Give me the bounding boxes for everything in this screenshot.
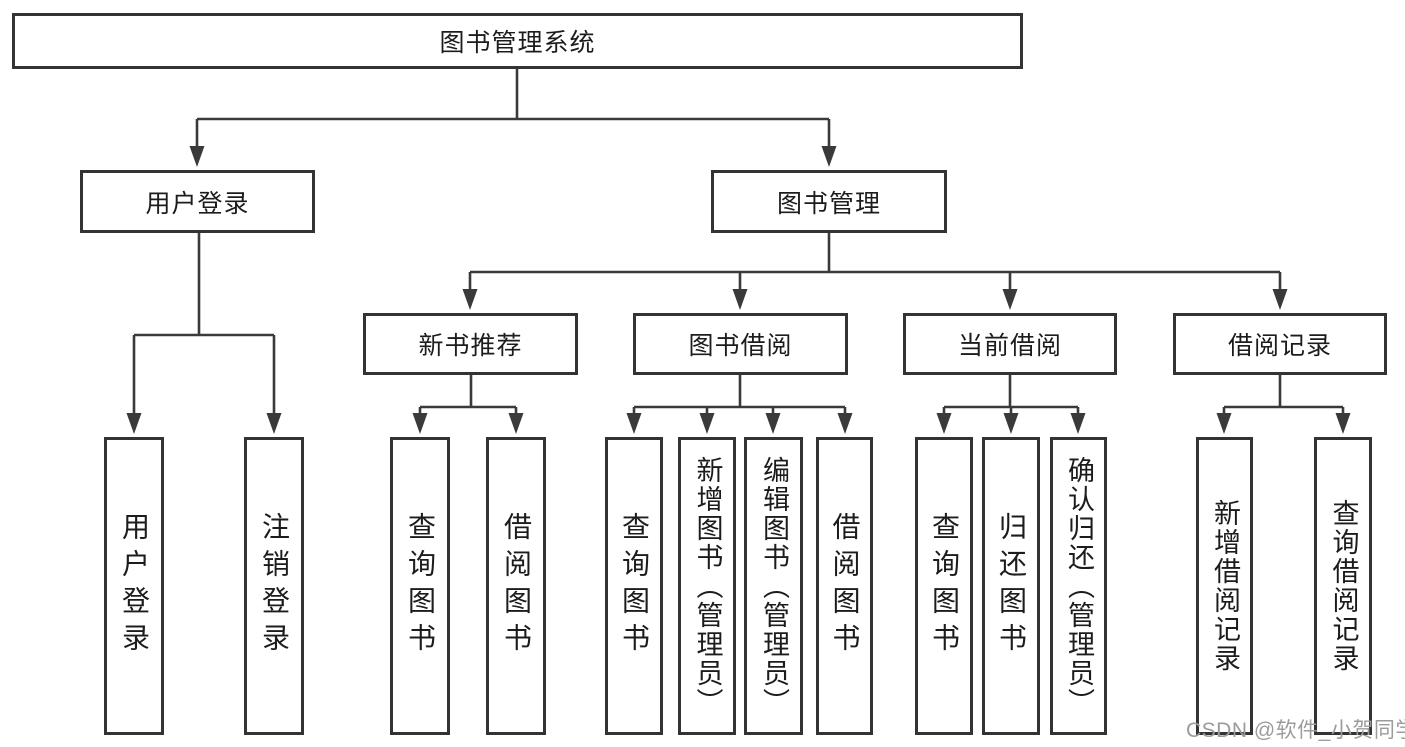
leaf-borrow-borrow-books: 借阅图书 [816,437,873,735]
leaf-current-confirm-return-admin-label: 确认归还（管理员） [1064,455,1094,717]
leaf-recommend-query-books: 查询图书 [390,437,450,735]
node-book-borrow-label: 图书借阅 [688,332,793,360]
leaf-recommend-query-books-label: 查询图书 [405,512,436,660]
node-user-login-label: 用户登录 [145,189,250,218]
leaf-logout-label: 注销登录 [259,512,290,660]
watermark-text: CSDN @软件_小贺同学 [1186,719,1405,742]
connector-borrow-branch [632,375,847,414]
node-book-management-label: 图书管理 [776,189,881,218]
node-current-borrow-label: 当前借阅 [957,332,1062,360]
leaf-borrow-add-books-admin: 新增图书（管理员） [678,437,736,735]
node-borrow-records-label: 借阅记录 [1227,332,1332,360]
leaf-recommend-borrow-books-label: 借阅图书 [501,512,532,660]
node-new-book-recommend-label: 新书推荐 [418,332,523,360]
node-root: 图书管理系统 [12,13,1023,69]
node-book-borrow: 图书借阅 [633,313,848,375]
leaf-current-query-books-label: 查询图书 [929,512,960,660]
node-borrow-records: 借阅记录 [1173,313,1387,375]
leaf-borrow-edit-books-admin-label: 编辑图书（管理员） [759,455,789,717]
leaf-records-query-record: 查询借阅记录 [1314,437,1372,735]
leaf-user-login-label: 用户登录 [119,512,150,660]
leaf-borrow-add-books-admin-label: 新增图书（管理员） [692,455,723,717]
leaf-borrow-query-books-label: 查询图书 [619,512,650,660]
leaf-logout: 注销登录 [244,437,304,735]
node-new-book-recommend: 新书推荐 [363,313,578,375]
connector-recommend-branch [418,375,518,414]
node-current-borrow: 当前借阅 [903,313,1117,375]
leaf-current-confirm-return-admin: 确认归还（管理员） [1050,437,1107,735]
leaf-records-query-record-label: 查询借阅记录 [1328,499,1359,673]
arrowheads [126,146,1351,434]
leaf-recommend-borrow-books: 借阅图书 [486,437,546,735]
connector-current-branch [942,375,1080,414]
leaf-borrow-edit-books-admin: 编辑图书（管理员） [744,437,803,735]
node-root-label: 图书管理系统 [439,29,596,57]
leaf-current-query-books: 查询图书 [915,437,973,735]
node-book-management: 图书管理 [711,170,947,233]
leaf-records-add-record-label: 新增借阅记录 [1210,499,1240,673]
leaf-borrow-query-books: 查询图书 [605,437,663,735]
connector-records-branch [1222,375,1345,414]
node-user-login: 用户登录 [80,170,315,233]
leaf-user-login: 用户登录 [104,437,164,735]
leaf-borrow-borrow-books-label: 借阅图书 [829,512,861,660]
connector-login-branch [132,233,276,414]
leaf-current-return-books: 归还图书 [982,437,1040,735]
leaf-records-add-record: 新增借阅记录 [1196,437,1253,735]
leaf-current-return-books-label: 归还图书 [996,512,1027,660]
